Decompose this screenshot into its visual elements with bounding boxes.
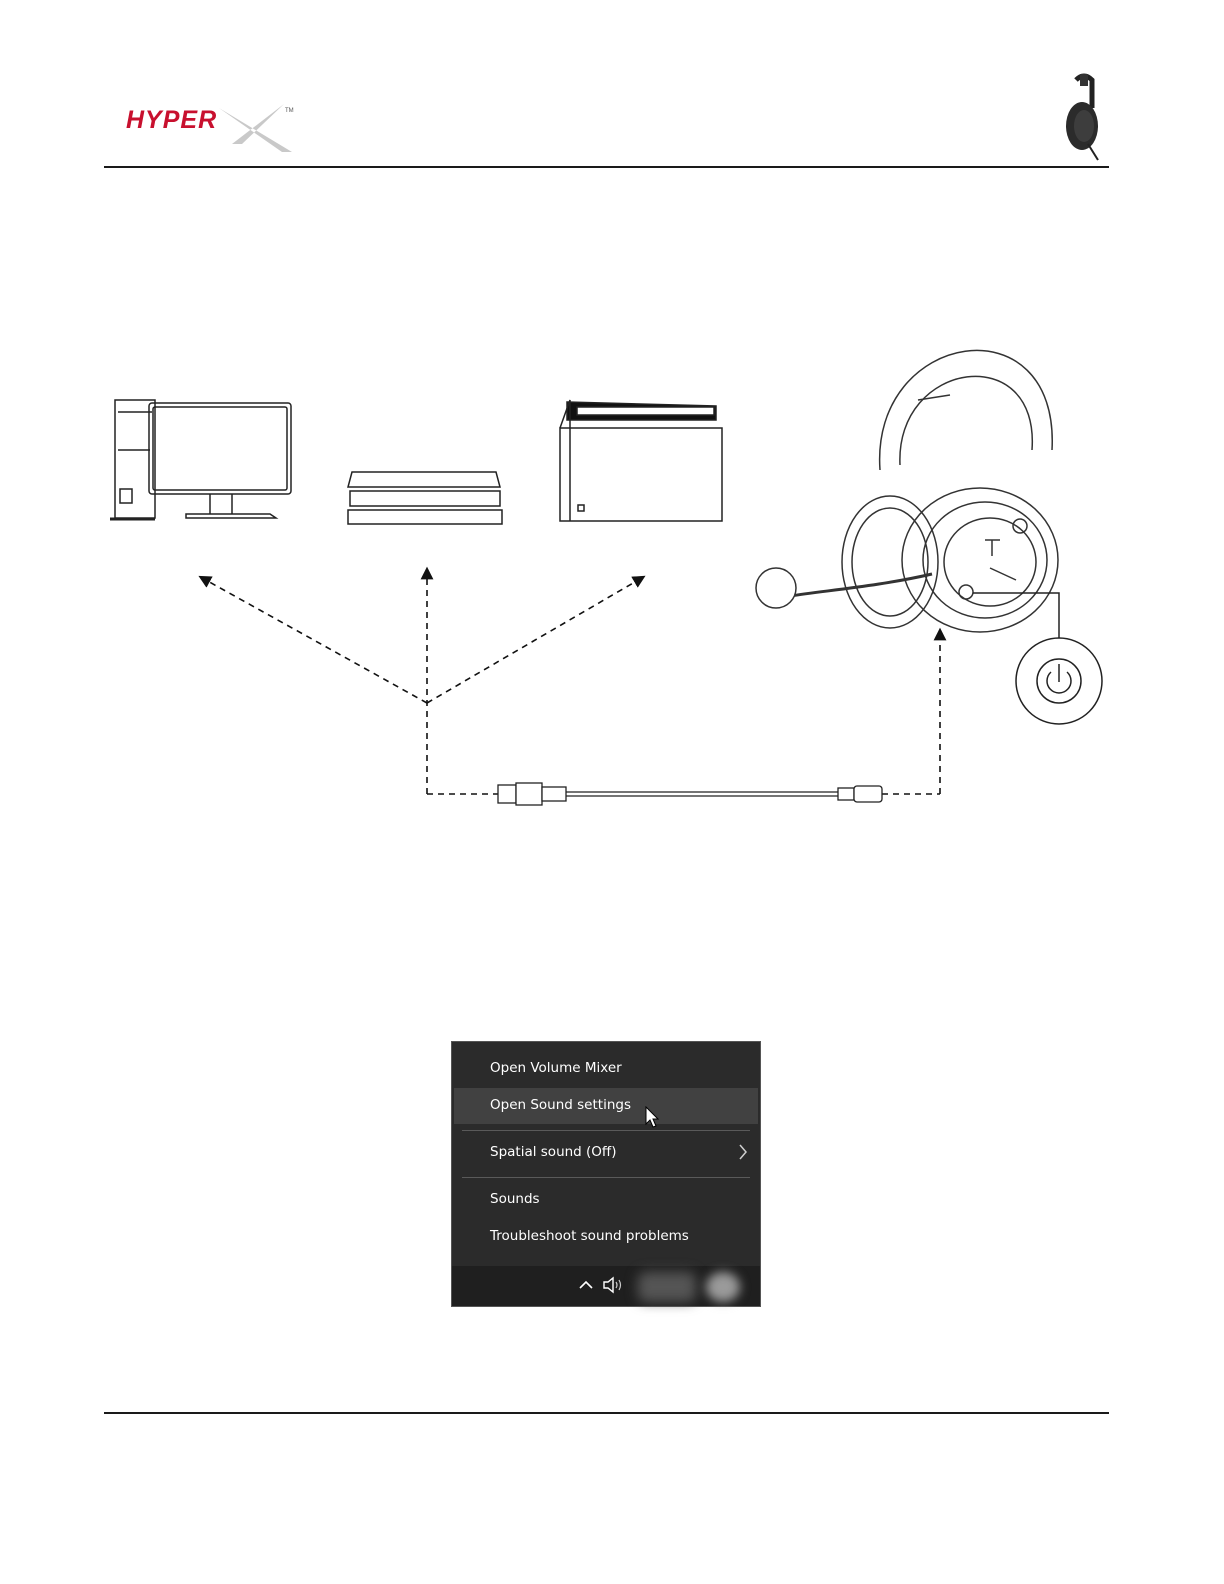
chevron-right-icon xyxy=(738,1142,748,1162)
power-button-icon xyxy=(973,593,1102,724)
usb-cable-icon xyxy=(498,783,882,805)
menu-item-label: Open Volume Mixer xyxy=(490,1060,622,1076)
pc-icon xyxy=(110,400,291,519)
menu-item-troubleshoot[interactable]: Troubleshoot sound problems xyxy=(454,1219,758,1255)
menu-item-label: Open Sound settings xyxy=(490,1097,631,1113)
connection-arrows xyxy=(204,573,940,794)
sound-context-menu: Open Volume Mixer Open Sound settings Sp… xyxy=(451,1041,761,1307)
menu-separator xyxy=(462,1177,750,1178)
menu-item-open-volume-mixer[interactable]: Open Volume Mixer xyxy=(454,1051,758,1087)
footer-divider xyxy=(104,1412,1109,1414)
menu-item-spatial-sound[interactable]: Spatial sound (Off) xyxy=(454,1135,758,1171)
menu-item-sounds[interactable]: Sounds xyxy=(454,1182,758,1218)
menu-item-label: Sounds xyxy=(490,1191,540,1207)
blurred-tray-icon xyxy=(638,1272,696,1302)
headset-icon xyxy=(756,350,1058,632)
console-icon xyxy=(348,472,502,524)
menu-separator xyxy=(462,1130,750,1131)
menu-item-label: Troubleshoot sound problems xyxy=(490,1228,689,1244)
switch-dock-icon xyxy=(560,400,722,521)
taskbar xyxy=(452,1266,760,1306)
speaker-icon[interactable] xyxy=(602,1275,626,1295)
chevron-up-icon[interactable] xyxy=(578,1278,594,1292)
menu-item-label: Spatial sound (Off) xyxy=(490,1144,617,1160)
blurred-tray-icon xyxy=(706,1272,740,1302)
connection-diagram xyxy=(0,0,1224,860)
menu-item-open-sound-settings[interactable]: Open Sound settings xyxy=(454,1088,758,1124)
mouse-cursor-icon xyxy=(645,1106,661,1130)
